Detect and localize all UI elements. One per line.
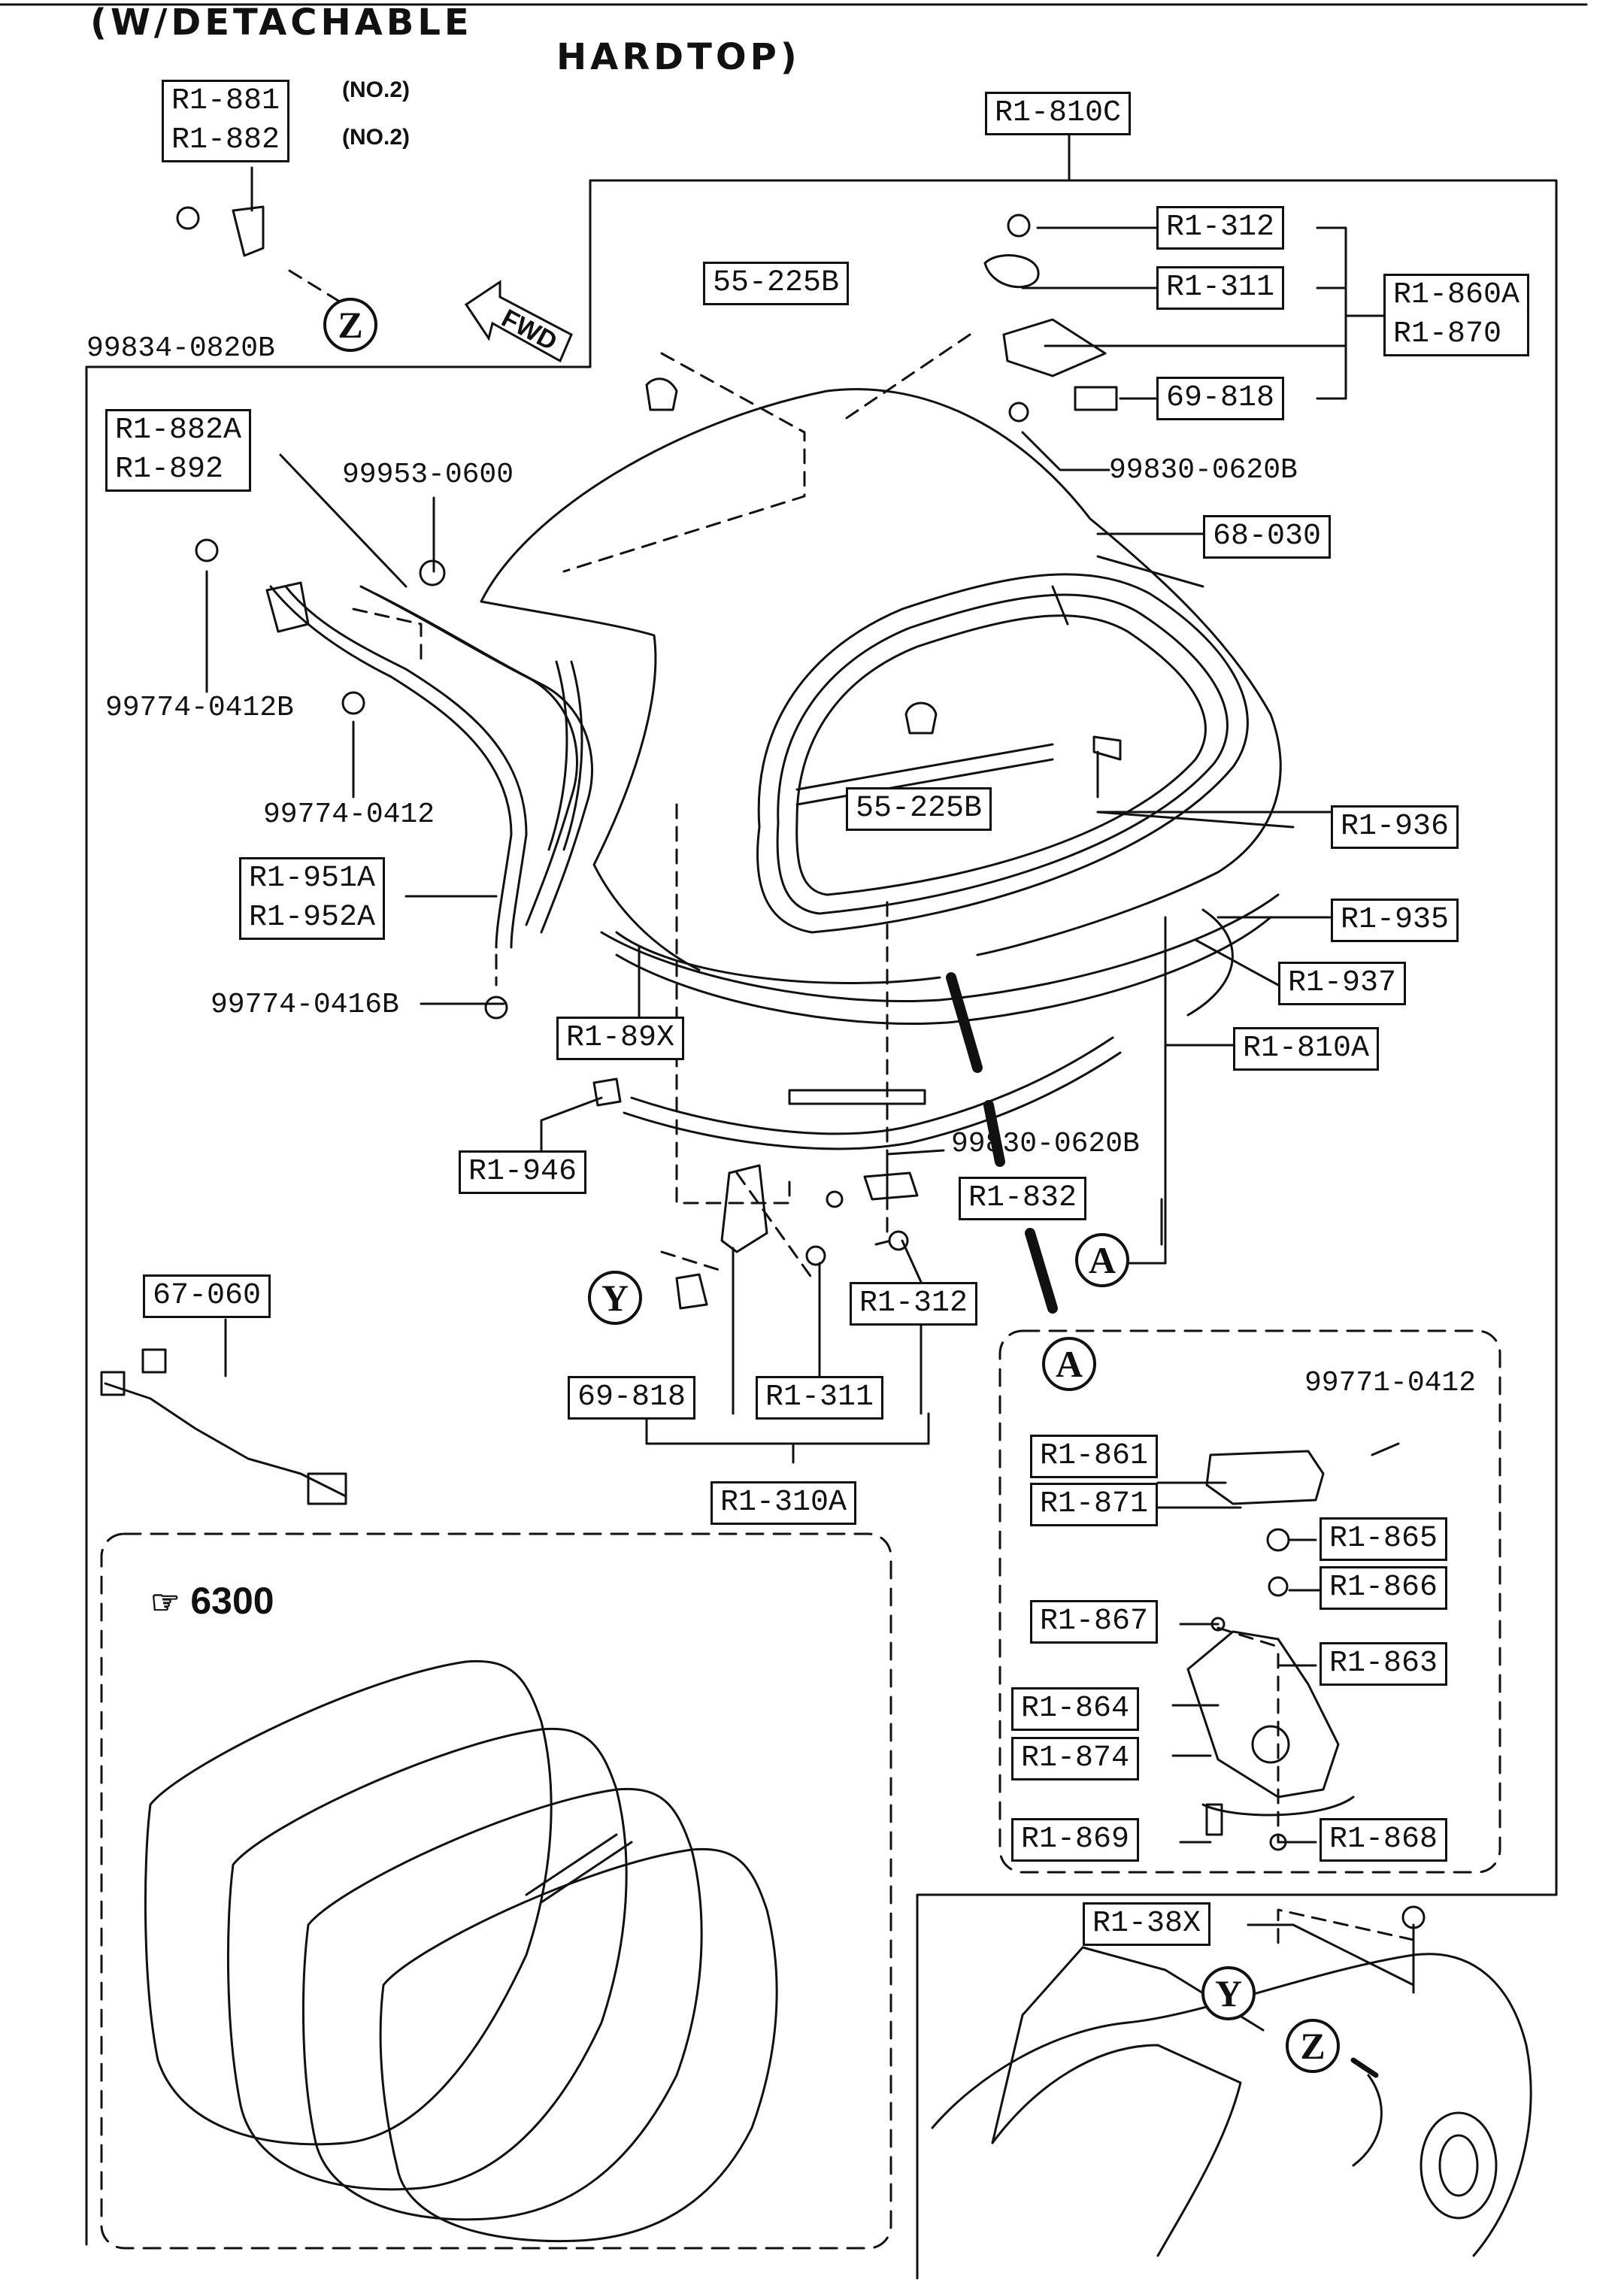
callout-r1-882a: R1-882A [115, 414, 242, 447]
callout-r1-892: R1-892 [115, 453, 224, 486]
callout-r1-868: R1-868 [1320, 1818, 1448, 1862]
callout-r1-89x: R1-89X [556, 1017, 685, 1060]
marker-a-main: A [1075, 1233, 1129, 1287]
diagram-title-line-1: (W/DETACHABLE [90, 2, 473, 44]
callout-r1-936: R1-936 [1331, 805, 1459, 849]
callout-bolt-99774-0416b: 99774-0416B [211, 989, 399, 1021]
callout-bolt-99830-top: 99830-0620B [1109, 454, 1298, 486]
callout-r1-810c: R1-810C [985, 92, 1132, 135]
callout-r1-952a: R1-952A [249, 901, 376, 935]
callout-r1-882a-892: R1-882A R1-892 [105, 409, 252, 492]
weatherstrips [269, 585, 1069, 984]
section-a-pointer [946, 972, 1058, 1314]
reference-6300-label: 6300 [190, 1580, 274, 1622]
callout-69-818-low: 69-818 [568, 1376, 696, 1420]
marker-z-car: Z [1286, 2019, 1340, 2073]
callout-bolt-99771: 99771-0412 [1304, 1367, 1477, 1399]
callout-67-060: 67-060 [143, 1274, 271, 1318]
reference-6300: ☞ 6300 [150, 1579, 274, 1623]
callout-55-225b-top: 55-225B [703, 262, 850, 305]
callout-r1-861: R1-861 [1030, 1435, 1159, 1478]
reference-box-6300 [100, 1532, 892, 2250]
callout-r1-810a: R1-810A [1233, 1027, 1380, 1071]
marker-z-top: Z [323, 298, 377, 352]
callout-r1-832: R1-832 [959, 1177, 1087, 1220]
detail-box-a [998, 1329, 1501, 1874]
callout-r1-871: R1-871 [1030, 1483, 1159, 1526]
weatherstrip-kit [144, 1659, 778, 2243]
fwd-arrow-icon [464, 280, 573, 363]
section-frame [0, 3, 1588, 2280]
assembly-dashes [288, 269, 1415, 1949]
callout-r1-312-top: R1-312 [1156, 206, 1285, 250]
callout-bolt-99834: 99834-0820B [86, 332, 275, 365]
diagram-title-line-2: HARDTOP) [556, 36, 801, 78]
marker-y-car: Y [1201, 1966, 1256, 2020]
callout-r1-881-882: R1-881 R1-882 [162, 80, 290, 162]
callout-r1-946: R1-946 [459, 1150, 587, 1194]
callout-r1-951a-952a: R1-951A R1-952A [239, 857, 386, 940]
callout-r1-951a: R1-951A [249, 862, 376, 896]
callout-r1-935: R1-935 [1331, 899, 1459, 942]
marker-y-left: Y [588, 1271, 642, 1325]
marker-a-detail: A [1042, 1337, 1096, 1391]
pointing-hand-icon: ☞ [150, 1584, 180, 1621]
callout-r1-863: R1-863 [1320, 1642, 1448, 1686]
callout-69-818-top: 69-818 [1156, 377, 1285, 420]
part-glyphs [100, 205, 1426, 1929]
callout-r1-866: R1-866 [1320, 1566, 1448, 1610]
callout-r1-860a: R1-860A [1393, 278, 1520, 312]
callout-68-030: 68-030 [1203, 515, 1332, 559]
callout-r1-864: R1-864 [1011, 1687, 1140, 1731]
callout-r1-865: R1-865 [1320, 1517, 1448, 1561]
callout-r1-311-low: R1-311 [756, 1376, 884, 1420]
note-no2-a: (NO.2) [342, 77, 410, 102]
callout-bolt-99830-mid: 99830-0620B [951, 1128, 1140, 1160]
callout-r1-869: R1-869 [1011, 1818, 1140, 1862]
callout-r1-867: R1-867 [1030, 1600, 1159, 1644]
callout-r1-870: R1-870 [1393, 317, 1502, 351]
callout-nut-99953: 99953-0600 [342, 459, 514, 491]
callout-r1-310a: R1-310A [710, 1481, 857, 1525]
callout-r1-312-low: R1-312 [850, 1282, 978, 1326]
leader-lines [205, 132, 1415, 1994]
callout-r1-860a-870: R1-860A R1-870 [1383, 274, 1530, 356]
note-no2-b: (NO.2) [342, 125, 410, 150]
callout-r1-881: R1-881 [171, 84, 280, 118]
callout-r1-882: R1-882 [171, 123, 280, 157]
callout-r1-311-top: R1-311 [1156, 266, 1285, 310]
car-sketch [931, 1946, 1532, 2257]
callout-r1-937: R1-937 [1278, 962, 1407, 1005]
callout-bolt-99774-0412b: 99774-0412B [105, 692, 294, 724]
callout-r1-38x: R1-38X [1083, 1902, 1211, 1946]
callout-bolt-99774-0412: 99774-0412 [263, 799, 435, 831]
callout-r1-874: R1-874 [1011, 1737, 1140, 1780]
callout-55-225b-mid: 55-225B [846, 787, 992, 831]
